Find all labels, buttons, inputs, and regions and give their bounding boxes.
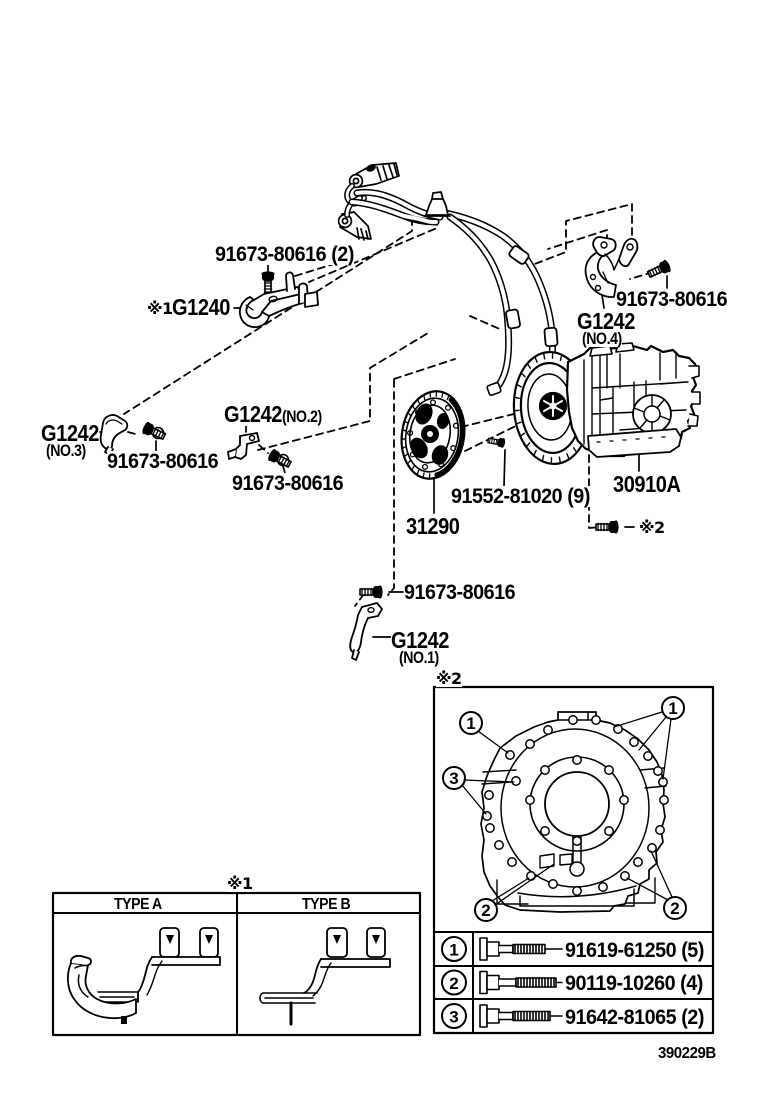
case-rear-flange [687,365,701,427]
legend-part-1: 91619-61250 (5) [565,939,704,962]
label-g1242-no1: G1242 [391,627,449,653]
bolt-91673-no2 [265,446,294,472]
bolt-91552 [486,434,507,450]
label-bolt-no3: 91673-80616 [107,450,219,473]
harness-ring-clamps [505,245,559,348]
legend-callout-3-number: 3 [449,1008,458,1027]
transmission-case [565,342,701,458]
legend-callout-2-number: 2 [449,974,458,993]
oil-pan-bolts [596,436,666,443]
case-ribs [583,350,689,453]
harness-eyelet-terminal-1 [348,162,400,189]
label-g1242-no4-note: (NO.4) [582,329,622,348]
type-b-drawing [259,927,391,1026]
legend-bolt-1 [479,937,563,961]
figure-code: 390229B [658,1045,716,1062]
label-g1242-no2: G1242 [224,401,282,427]
bolt-91673-no1 [358,584,384,600]
harness-clamp-bracket [423,191,451,217]
legend-callout-circles: 1 2 3 [441,936,563,1029]
callout-circle-1-left: 1 [459,711,509,754]
label-g1240: G1240 [172,294,230,320]
legend-part-2: 90119-10260 (4) [565,972,703,995]
fig-callout-2-right-number: 2 [670,899,679,918]
label-g1240-ref: ※1 [147,299,173,318]
label-g1242-no3: G1242 [41,420,99,446]
label-drive-plate: 31290 [406,513,460,539]
oil-pan [587,428,682,458]
label-housing-box-ref: ※2 [436,669,462,688]
leader-no3-bolt [127,431,140,436]
bracket-g1242-no2 [227,432,260,460]
label-type-box-ref: ※1 [227,874,253,893]
legend-bolt-3 [479,1004,563,1028]
housing-detail-box: 1 1 3 2 2 [51,685,715,1037]
legend-bolt-pictograms [479,937,563,1028]
type-a-header: TYPE A [114,896,162,913]
leader-no2-bolt [258,444,269,454]
callout-circle-1-right: 1 [613,696,685,780]
bolt-91673-no3 [139,419,169,444]
label-g1242-no3-note: (NO.3) [46,441,86,460]
harness-eyelet-terminal-2 [337,211,372,241]
label-converter-bolt: 91552-81020 (9) [451,485,590,508]
label-bolt-no4: 91673-80616 [616,288,728,311]
legend-callout-1-number: 1 [449,941,458,960]
drive-plate-windows [410,403,450,465]
fig-callout-2-left-number: 2 [481,901,490,920]
bracket-g1242-no3 [99,414,129,456]
legend-part-3: 91642-81065 (2) [565,1006,704,1029]
type-table-box [51,891,422,1037]
housing-bolt-holes [482,715,669,896]
bracket-g1242-no4 [584,236,639,298]
label-bolt-no1: 91673-80616 [404,581,516,604]
label-housing-bolt-ref: ※2 [639,518,665,537]
transmission-assembly [512,342,701,466]
legend-bolt-2 [479,970,563,995]
bolt-91673-g1240 [260,270,276,296]
fig-callout-3-number: 3 [449,769,458,788]
label-g1242-no4: G1242 [577,308,635,334]
label-g1242-no1-note: (NO.1) [399,648,439,667]
label-bolt-pair: 91673-80616 (2) [215,243,354,266]
type-b-header: TYPE B [302,896,351,913]
fig-callout-1-right-number: 1 [668,699,677,718]
bolt-91673-no4 [644,257,674,282]
label-g1242-no2-note: (NO.2) [282,407,322,426]
housing-rear-view [480,711,669,913]
bracket-g1242-no1 [349,602,383,661]
bolt-x2 [594,519,620,535]
callout-circle-2-left: 2 [474,863,555,922]
fig-callout-1-left-number: 1 [466,714,475,733]
output-flange [632,394,672,434]
bracket-g1240 [238,271,319,328]
leader-no2-bolt-label [282,465,286,474]
housing-callouts: 1 1 3 2 2 [442,696,687,922]
drive-plate-rim-ticks [400,390,466,480]
leader-no4-arm [531,203,633,266]
leader-vertical-no1 [387,358,456,596]
leader-g1242no4-label [601,294,605,309]
engine-wire-harness [337,162,559,396]
label-transmission: 30910A [613,471,681,497]
leader-harness-clamp-segment [469,315,503,331]
type-a-drawing [67,927,221,1024]
leader-91552-label [503,449,506,487]
label-bolt-no2: 91673-80616 [232,472,344,495]
drive-plate-31290 [400,390,466,480]
callout-circle-2-right: 2 [626,850,687,920]
leader-trans-to-x2bolt [588,454,602,529]
callout-circle-3: 3 [442,766,515,815]
